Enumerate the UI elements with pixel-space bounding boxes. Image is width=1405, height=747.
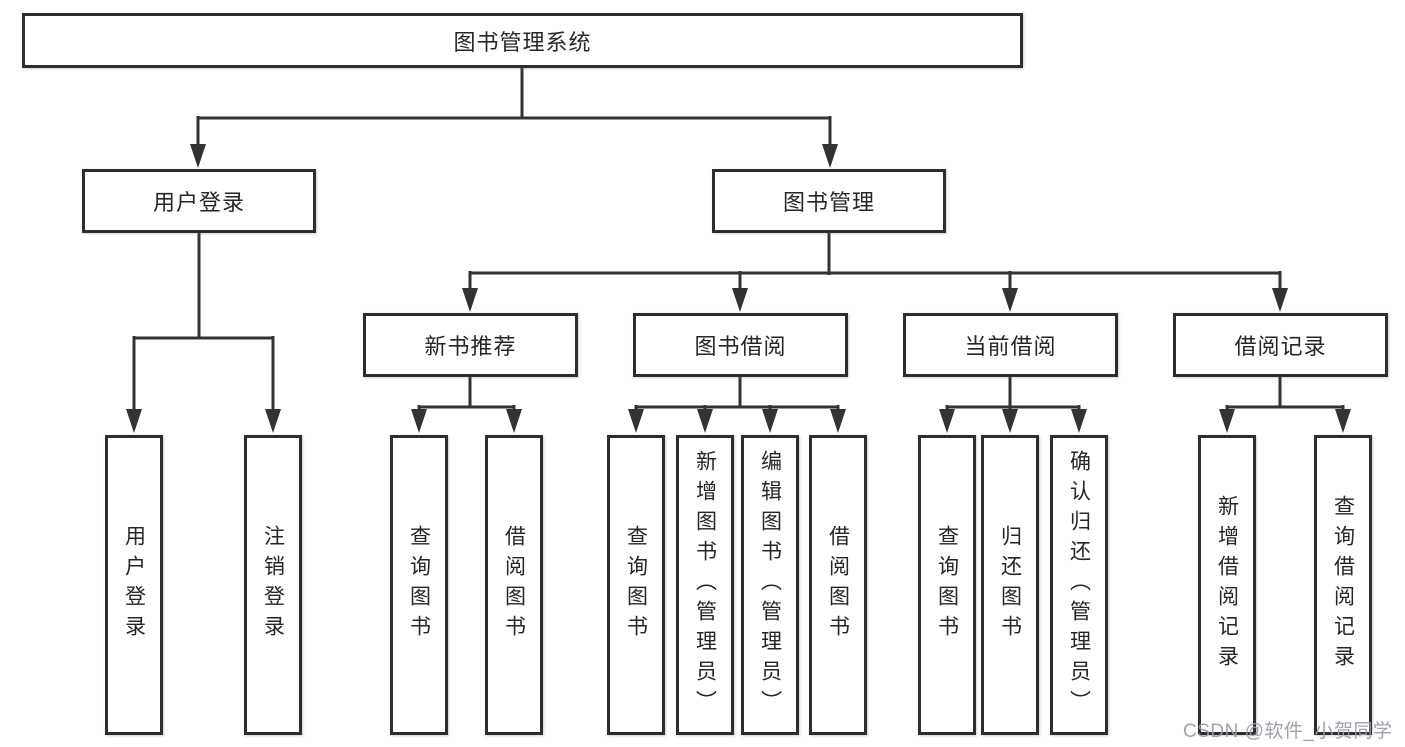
arrow-icon <box>506 409 522 433</box>
arrow-icon <box>411 409 427 433</box>
leaf-query-books-borrow: 查询图书 <box>607 435 665 735</box>
leaf-query-borrow-record: 查询借阅记录 <box>1314 435 1372 735</box>
arrow-icon <box>462 288 478 312</box>
arrow-icon <box>1272 288 1288 312</box>
leaf-confirm-return-admin: 确认归还（管理员） <box>1050 435 1108 735</box>
arrow-icon <box>822 144 838 168</box>
arrow-icon <box>126 409 142 433</box>
leaf-query-books-current: 查询图书 <box>918 435 976 735</box>
node-current-borrowing: 当前借阅 <box>903 313 1118 377</box>
leaf-add-books-admin: 新增图书（管理员） <box>676 435 734 735</box>
node-borrowing-records: 借阅记录 <box>1173 313 1388 377</box>
arrow-icon <box>1002 409 1018 433</box>
leaf-add-borrow-record: 新增借阅记录 <box>1198 435 1256 735</box>
arrow-icon <box>1071 409 1087 433</box>
leaf-borrow-books: 借阅图书 <box>809 435 867 735</box>
arrow-icon <box>628 409 644 433</box>
arrow-icon <box>1002 288 1018 312</box>
leaf-query-books-recommend: 查询图书 <box>390 435 448 735</box>
watermark: CSDN @软件_小贺同学 <box>1183 721 1393 742</box>
node-new-book-recommend: 新书推荐 <box>363 313 578 377</box>
leaf-logout: 注销登录 <box>244 435 302 735</box>
arrow-icon <box>1335 409 1351 433</box>
node-library-system: 图书管理系统 <box>22 13 1023 68</box>
leaf-user-login: 用户登录 <box>105 435 163 735</box>
arrow-icon <box>830 409 846 433</box>
arrow-icon <box>732 288 748 312</box>
leaf-borrow-books-recommend: 借阅图书 <box>485 435 543 735</box>
arrow-icon <box>1219 409 1235 433</box>
leaf-edit-books-admin: 编辑图书（管理员） <box>741 435 799 735</box>
arrow-icon <box>939 409 955 433</box>
arrow-icon <box>762 409 778 433</box>
node-book-management: 图书管理 <box>712 169 946 233</box>
node-user-login: 用户登录 <box>82 169 316 233</box>
arrow-icon <box>190 144 206 168</box>
leaf-return-books: 归还图书 <box>981 435 1039 735</box>
arrow-icon <box>697 409 713 433</box>
node-book-borrowing: 图书借阅 <box>633 313 848 377</box>
arrow-icon <box>265 409 281 433</box>
